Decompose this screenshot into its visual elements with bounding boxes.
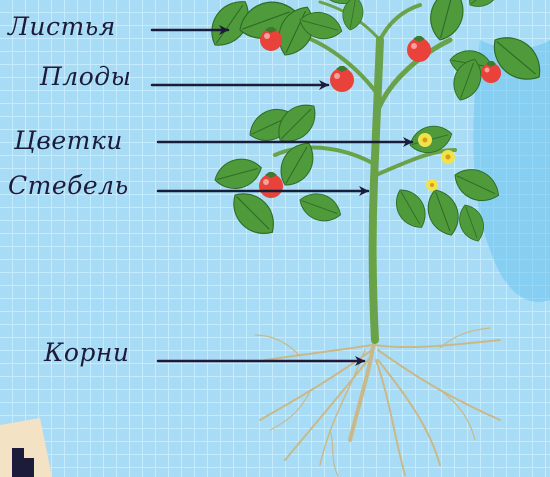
label-leaves: Листья	[8, 14, 116, 39]
leaf-icon	[296, 188, 345, 227]
leaf-icon	[211, 154, 265, 194]
tomato-icon	[407, 36, 431, 62]
flower-icon	[418, 133, 432, 147]
label-fruits: Плоды	[40, 64, 131, 89]
leaf-icon	[425, 0, 469, 44]
flower-icon	[441, 150, 455, 164]
label-stem: Стебель	[8, 173, 129, 198]
flower-icon	[426, 179, 438, 191]
tomato-icon	[259, 172, 283, 198]
paper-corner	[0, 418, 52, 477]
leaf-icon	[389, 184, 433, 234]
leaf-icon	[422, 185, 465, 240]
roots	[255, 328, 500, 476]
label-roots: Корни	[44, 340, 129, 365]
leaf-icon	[340, 0, 365, 32]
tomato-icon	[330, 66, 354, 92]
leaf-icon	[463, 0, 507, 14]
label-flowers: Цветки	[14, 128, 123, 153]
